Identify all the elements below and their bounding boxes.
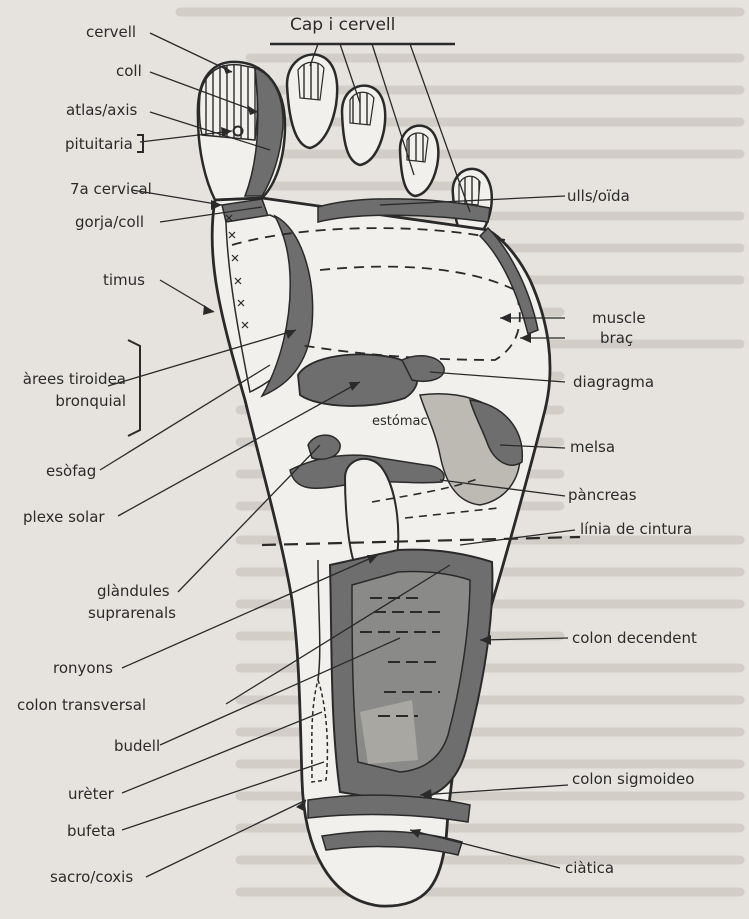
label-7a-cervical: 7a cervical	[70, 180, 152, 198]
label-ureter: urèter	[68, 785, 114, 803]
label-glandules-2: suprarenals	[88, 604, 176, 622]
big-toe-hatch	[199, 65, 257, 140]
label-melsa: melsa	[570, 438, 615, 456]
label-gorja-coll: gorja/coll	[75, 213, 144, 231]
label-atlas-axis: atlas/axis	[66, 101, 137, 119]
label-muscle: muscle	[592, 309, 646, 327]
label-tiroidea-2: bronquial	[12, 392, 126, 410]
thyroid-bracket	[128, 340, 140, 436]
label-plexe-solar: plexe solar	[23, 508, 105, 526]
toe-2-hatch	[298, 62, 324, 100]
label-tiroidea-1: àrees tiroidea	[12, 370, 126, 388]
toe-3-hatch	[350, 92, 374, 125]
title-label: Cap i cervell	[290, 16, 395, 34]
label-colon-sigmoideo: colon sigmoideo	[572, 770, 694, 788]
label-cervell: cervell	[86, 23, 136, 41]
adrenal-blob	[308, 435, 340, 459]
label-pancreas: pàncreas	[568, 486, 637, 504]
label-ulls-oida: ulls/oïda	[567, 187, 630, 205]
label-pituitaria: pituitaria	[65, 135, 133, 153]
label-estomac: estómac	[372, 413, 428, 431]
label-ciatica: ciàtica	[565, 859, 614, 877]
label-sacro-coxis: sacro/coxis	[50, 868, 133, 886]
label-glandules-1: glàndules	[97, 582, 170, 600]
label-colon-transversal: colon transversal	[17, 696, 146, 714]
label-cintura: línia de cintura	[580, 520, 692, 538]
label-esofag: esòfag	[46, 462, 96, 480]
label-coll: coll	[116, 62, 142, 80]
label-ronyons: ronyons	[53, 659, 113, 677]
label-bufeta: bufeta	[67, 822, 116, 840]
label-timus: timus	[103, 271, 145, 289]
label-budell: budell	[114, 737, 160, 755]
label-brac: braç	[600, 329, 633, 347]
pituitary-bracket	[137, 135, 143, 152]
stomach-zone	[298, 354, 417, 406]
label-diagragma: diagragma	[573, 373, 654, 391]
label-colon-decendent: colon decendent	[572, 629, 697, 647]
toe-4-hatch	[407, 133, 428, 162]
